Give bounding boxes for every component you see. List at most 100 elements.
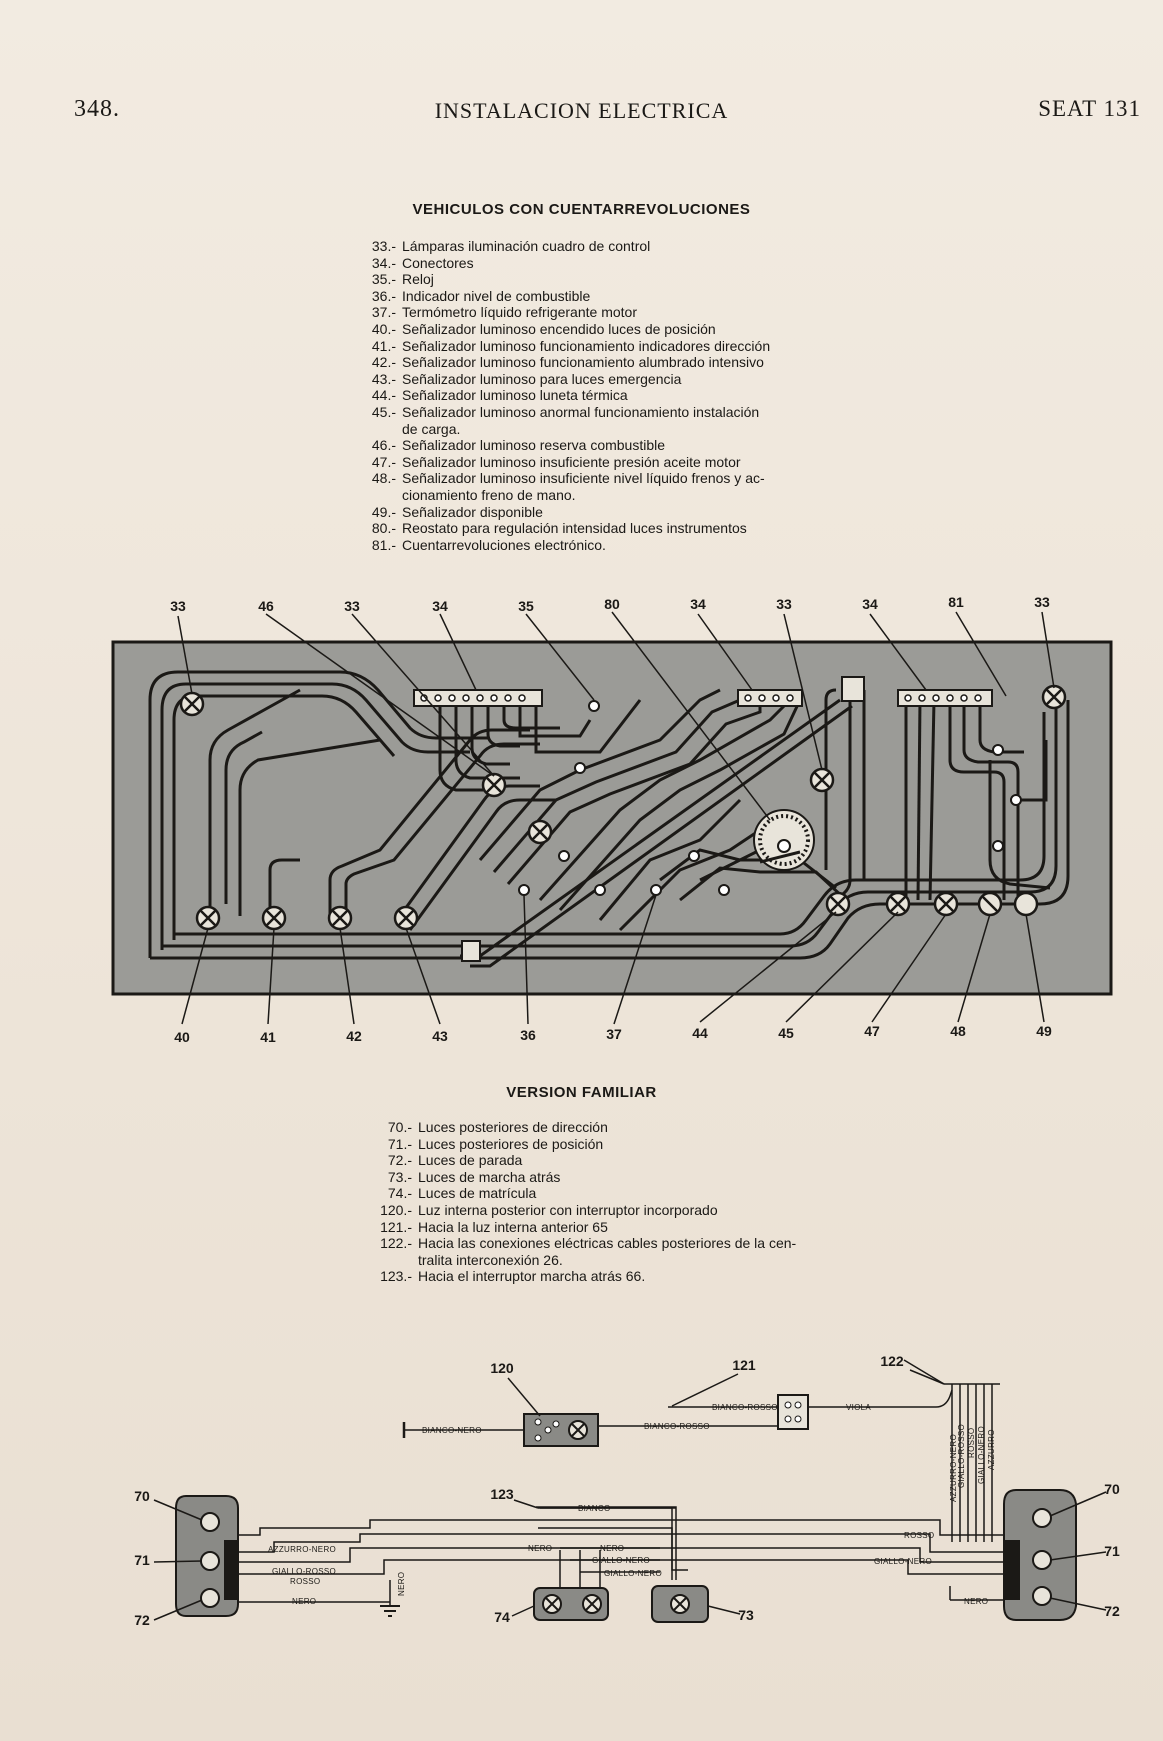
connector-121 (777, 1394, 809, 1430)
callout-73: 73 (738, 1607, 754, 1623)
legend-item: 72.-Luces de parada (362, 1152, 872, 1169)
legend-item-number: 37.- (371, 304, 396, 321)
callout-71-left: 71 (134, 1552, 150, 1568)
legend-item-text: Hacia la luz interna anterior 65 (418, 1218, 608, 1235)
legend-item-text: Indicador nivel de combustible (402, 287, 591, 304)
legend-item-number: 36.- (371, 287, 396, 304)
legend-item-number: 35.- (371, 271, 396, 288)
wire-label: BIANCO (578, 1504, 610, 1513)
legend-item-text: cionamiento freno de mano. (402, 486, 576, 503)
legend-item: 42.- Señalizador luminoso funcionamiento … (356, 354, 856, 371)
wire-label: BIANCO-NERO (422, 1426, 482, 1435)
legend-item-number: 72.- (387, 1152, 412, 1169)
wire-label: VIOLA (846, 1403, 871, 1412)
legend-item-number: 40.- (371, 320, 396, 337)
legend-item-text: Señalizador luminoso reserva combustible (402, 437, 666, 454)
wire-label: ROSSO (290, 1577, 320, 1586)
callout-top: 33 (170, 598, 186, 614)
interior-light-120 (523, 1413, 599, 1447)
callout-bottom: 49 (1036, 1023, 1052, 1039)
legend-item: 123.-Hacia el interruptor marcha atrás 6… (362, 1268, 872, 1285)
legend-item-number: 48.- (371, 470, 396, 487)
rear-lamp-left (175, 1495, 239, 1617)
wire-label: AZZURRO (987, 1429, 996, 1470)
connector-34-b (737, 689, 803, 707)
legend-item: 41.- Señalizador luminoso funcionamiento … (356, 338, 856, 355)
legend-item-text: Señalizador luminoso insuficiente presió… (402, 453, 741, 470)
legend-item: 47.- Señalizador luminoso insuficiente pr… (356, 454, 856, 471)
callout-bottom: 40 (174, 1029, 190, 1045)
legend-item: 71.-Luces posteriores de posición (362, 1136, 872, 1153)
reverse-light-73 (651, 1585, 709, 1623)
legend-item-text: Luces posteriores de posición (418, 1135, 604, 1152)
callout-top: 81 (948, 594, 964, 610)
wire-label: AZZURRO-NERO (949, 1434, 958, 1502)
legend-item-number: 73.- (387, 1168, 412, 1185)
wire-label: NERO (528, 1544, 552, 1553)
legend-item: 43.- Señalizador luminoso para luces emer… (356, 371, 856, 388)
callout-bottom: 47 (864, 1023, 880, 1039)
legend-item-text: Señalizador luminoso funcionamiento indi… (402, 337, 771, 354)
legend-item: 45.-Señalizador luminoso anormal funcion… (356, 404, 856, 421)
page-title: INSTALACION ELECTRICA (434, 98, 729, 123)
legend-item-number: 81.- (371, 536, 396, 553)
section-title-tachometer: VEHICULOS CON CUENTARREVOLUCIONES (412, 201, 751, 218)
legend-item-text: Señalizador luminoso funcionamiento alum… (402, 354, 764, 371)
wire-label: GIALLO-NERO (977, 1426, 986, 1484)
legend-item: 34.-Conectores (356, 255, 856, 272)
legend-item-number: 47.- (371, 453, 396, 470)
legend-item-number: 41.- (371, 337, 396, 354)
callout-top: 34 (862, 596, 878, 612)
legend-item-number: 74.- (387, 1185, 412, 1202)
legend-item-number: 42.- (371, 354, 396, 371)
legend-item: tralita interconexión 26. (362, 1252, 872, 1269)
wire-label: NERO (600, 1544, 624, 1553)
legend-item: 122.-Hacia las conexiones eléctricas cab… (362, 1235, 872, 1252)
callout-top: 33 (1034, 594, 1050, 610)
legend-item: 49.-Señalizador disponible (356, 504, 856, 521)
legend-item-text: Señalizador luminoso insuficiente nivel … (402, 470, 765, 487)
legend-item: 46.-Señalizador luminoso reserva combust… (356, 437, 856, 454)
legend-item-number: 123.- (380, 1268, 412, 1285)
legend-item-text: Reostato para regulación intensidad luce… (402, 520, 747, 537)
legend-item: 37.- Termómetro líquido refrigerante moto… (356, 304, 856, 321)
legend-item-text: Señalizador luminoso para luces emergenc… (402, 370, 682, 387)
callout-top: 80 (604, 596, 620, 612)
legend-item-number: 121.- (380, 1218, 412, 1235)
callout-top: 46 (258, 598, 274, 614)
wire-label: ROSSO (904, 1531, 934, 1540)
callout-bottom: 48 (950, 1023, 966, 1039)
vehicle-model: SEAT 131 (1038, 96, 1141, 121)
legend-item: 121.- Hacia la luz interna anterior 65 (362, 1219, 872, 1236)
ground-pad (461, 940, 481, 962)
callout-bottom: 43 (432, 1028, 448, 1044)
callout-74: 74 (494, 1609, 510, 1625)
section-title-familiar: VERSION FAMILIAR (506, 1084, 657, 1101)
callout-bottom: 37 (606, 1026, 622, 1042)
wire-label: ROSSO (967, 1428, 976, 1458)
legend-item-number: 45.- (371, 403, 396, 420)
legend-item: 81.-Cuentarrevoluciones electrónico. (356, 537, 856, 554)
legend-tachometer: 33.-Lámparas iluminación cuadro de contr… (356, 238, 856, 553)
callout-top: 34 (690, 596, 706, 612)
callout-top: 33 (344, 598, 360, 614)
callout-bottom: 36 (520, 1027, 536, 1043)
legend-item: 70.-Luces posteriores de dirección (362, 1119, 872, 1136)
callout-top: 33 (776, 596, 792, 612)
legend-item: 48.- Señalizador luminoso insuficiente ni… (356, 470, 856, 487)
legend-item-text: Termómetro líquido refrigerante motor (402, 304, 637, 321)
callout-70-left: 70 (134, 1488, 150, 1504)
legend-item-text: Lámparas iluminación cuadro de control (402, 238, 651, 254)
wire-label: NERO (292, 1597, 316, 1606)
wire-label: NERO (397, 1572, 406, 1596)
legend-item-text: Luces de matrícula (418, 1185, 537, 1202)
legend-item-number: 43.- (371, 370, 396, 387)
legend-item-number: 122.- (380, 1235, 412, 1252)
callout-123: 123 (490, 1486, 514, 1502)
plate-light-74 (533, 1587, 609, 1621)
wire-label: GIALLO-NERO (874, 1557, 932, 1566)
legend-item: 40.-Señalizador luminoso encendido luces… (356, 321, 856, 338)
